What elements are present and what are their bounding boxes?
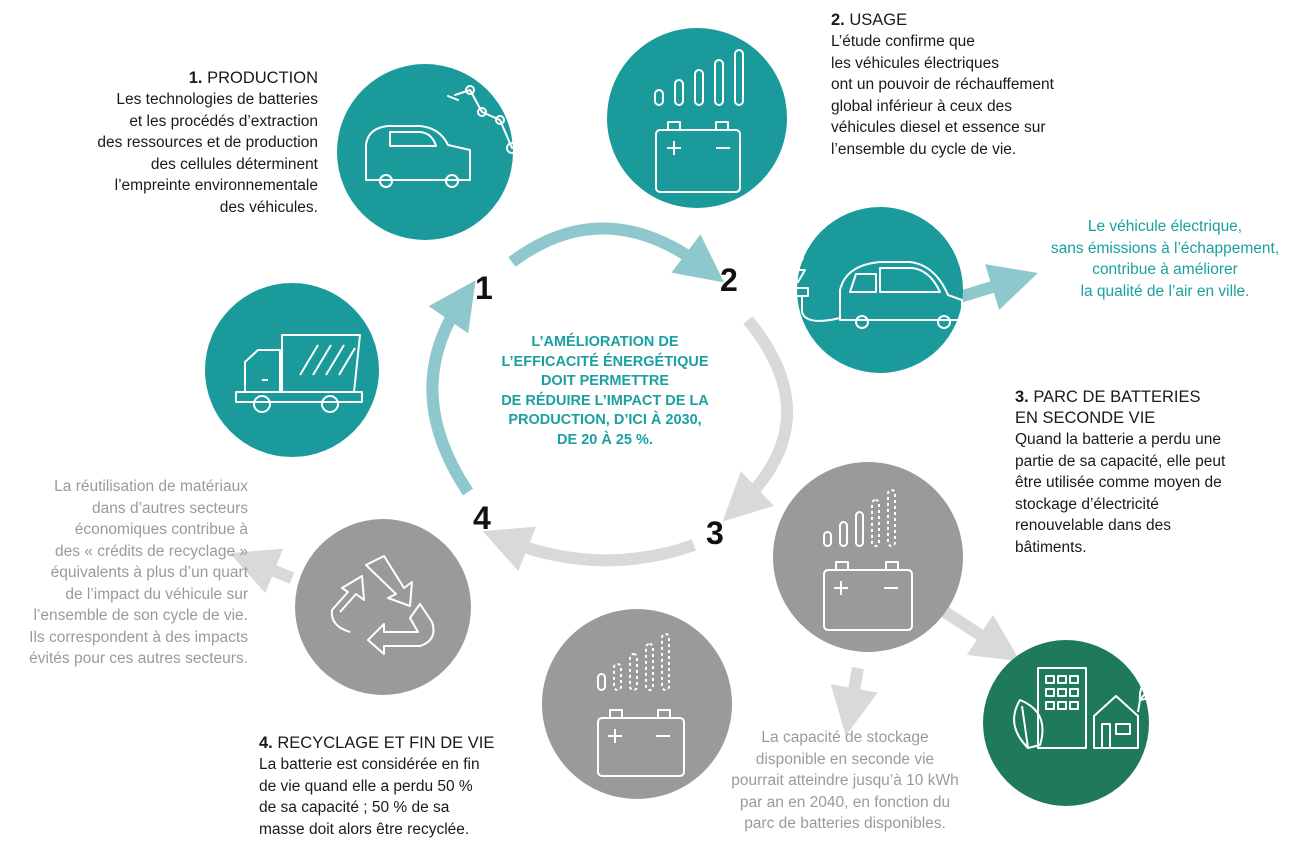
step-number-1: 1	[475, 270, 493, 306]
second-life-block: 3. PARC DE BATTERIES EN SECONDE VIE Quan…	[1015, 387, 1285, 558]
usage-heading: 2. USAGE	[831, 11, 908, 29]
center-line: DE 20 À 25 %.	[557, 431, 653, 448]
center-line: L’AMÉLIORATION DE	[531, 334, 679, 350]
step-number-2: 2	[720, 262, 738, 298]
reuse-note: La réutilisation de matériaux dans d’aut…	[29, 478, 248, 667]
center-line: PRODUCTION, D’ICI À 2030,	[508, 412, 702, 428]
recycling-text: La batterie est considérée en fin de vie…	[259, 756, 480, 838]
recycling-block: 4. RECYCLAGE ET FIN DE VIE La batterie e…	[259, 733, 529, 840]
battery-charge-icon	[607, 28, 787, 208]
center-line: DOIT PERMETTRE	[540, 373, 670, 389]
arrow-to-reuse-note	[229, 548, 295, 594]
arrow-1-to-2	[508, 222, 725, 283]
arrow-to-storage-note	[830, 666, 878, 736]
second-life-text: Quand la batterie a perdu une partie de …	[1015, 431, 1226, 556]
second-life-heading: 3. PARC DE BATTERIES EN SECONDE VIE	[1015, 388, 1201, 427]
truck-icon	[205, 283, 379, 457]
recycle-icon	[295, 519, 471, 695]
building-house-icon	[983, 640, 1166, 806]
production-block: 1. PRODUCTION Les technologies de batter…	[40, 68, 318, 218]
step-number-4: 4	[473, 500, 491, 536]
car-factory-icon	[337, 64, 518, 240]
step-number-3: 3	[706, 515, 724, 551]
center-statement: L’AMÉLIORATION DE L’EFFICACITÉ ÉNERGÉTIQ…	[480, 333, 730, 450]
arrow-3-to-4	[482, 526, 696, 572]
production-heading: 1. PRODUCTION	[188, 69, 318, 87]
center-line: DE RÉDUIRE L’IMPACT DE LA	[501, 392, 709, 409]
battery-partial-icon	[773, 462, 963, 652]
arrow-to-building	[941, 606, 1021, 662]
air-quality-note: Le véhicule électrique, sans émissions à…	[1050, 218, 1280, 300]
storage-note: La capacité de stockage disponible en se…	[731, 729, 959, 832]
center-line: L’EFFICACITÉ ÉNERGÉTIQUE	[501, 353, 709, 370]
battery-low-icon	[542, 609, 732, 799]
electric-car-icon	[795, 207, 963, 373]
usage-block: 2. USAGE L’étude confirme que les véhicu…	[831, 10, 1131, 160]
arrow-2-to-3	[722, 316, 793, 522]
recycling-heading: 4. RECYCLAGE ET FIN DE VIE	[259, 734, 495, 752]
usage-text: L’étude confirme que les véhicules élect…	[831, 33, 1054, 158]
arrow-4-to-1	[426, 280, 476, 496]
production-text: Les technologies de batteries et les pro…	[97, 91, 318, 216]
